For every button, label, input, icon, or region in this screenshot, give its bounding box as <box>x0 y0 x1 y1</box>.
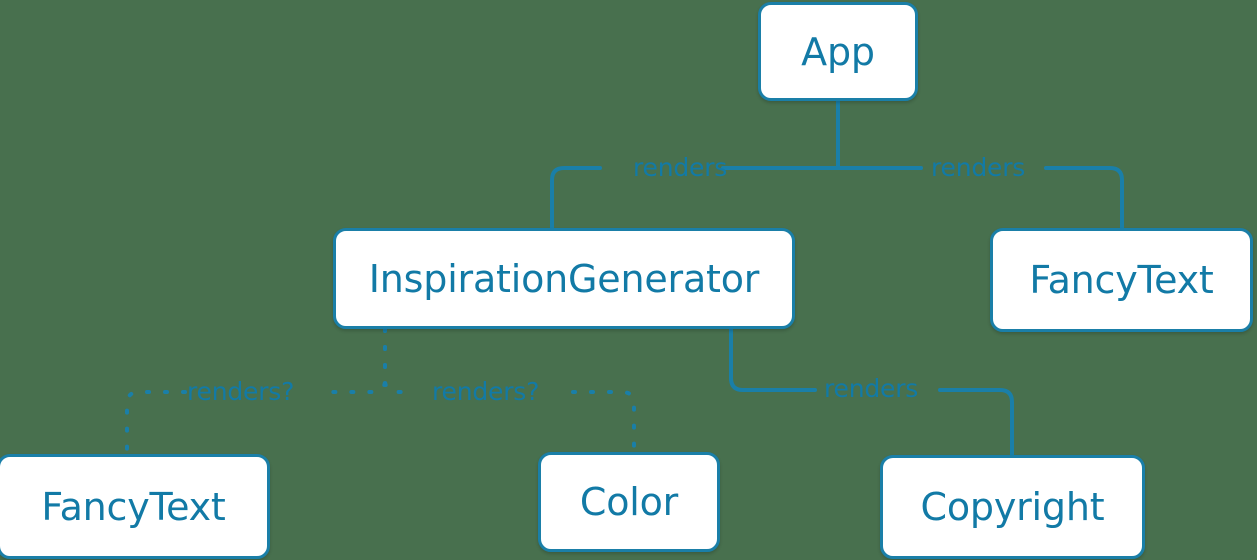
node-inspiration-generator[interactable]: InspirationGenerator <box>333 228 795 329</box>
node-fancytext-right-label: FancyText <box>1029 258 1214 302</box>
node-fancytext-bottom-left-label: FancyText <box>41 484 226 529</box>
edge-label-inspiration-copyright: renders <box>824 374 919 403</box>
edge-label-app-fancytext: renders <box>931 153 1026 182</box>
edge-label-inspiration-color: renders? <box>432 377 540 406</box>
node-fancytext-bottom-left[interactable]: FancyText <box>0 454 270 559</box>
node-inspiration-generator-label: InspirationGenerator <box>368 256 760 301</box>
edge-label-app-inspiration: renders <box>633 153 728 182</box>
node-copyright-label: Copyright <box>920 485 1105 529</box>
node-app[interactable]: App <box>758 2 918 101</box>
edge-inspiration-fancytext-dashed <box>125 327 387 456</box>
node-fancytext-right[interactable]: FancyText <box>990 228 1253 332</box>
node-color-label: Color <box>579 480 679 524</box>
edge-app-fancytext <box>836 99 1124 230</box>
node-app-label: App <box>801 29 875 74</box>
node-color[interactable]: Color <box>538 452 720 552</box>
edge-label-inspiration-fancytext: renders? <box>187 377 295 406</box>
edge-inspiration-color-dashed <box>383 327 636 454</box>
edge-inspiration-copyright <box>729 327 1014 457</box>
node-copyright[interactable]: Copyright <box>880 455 1145 559</box>
